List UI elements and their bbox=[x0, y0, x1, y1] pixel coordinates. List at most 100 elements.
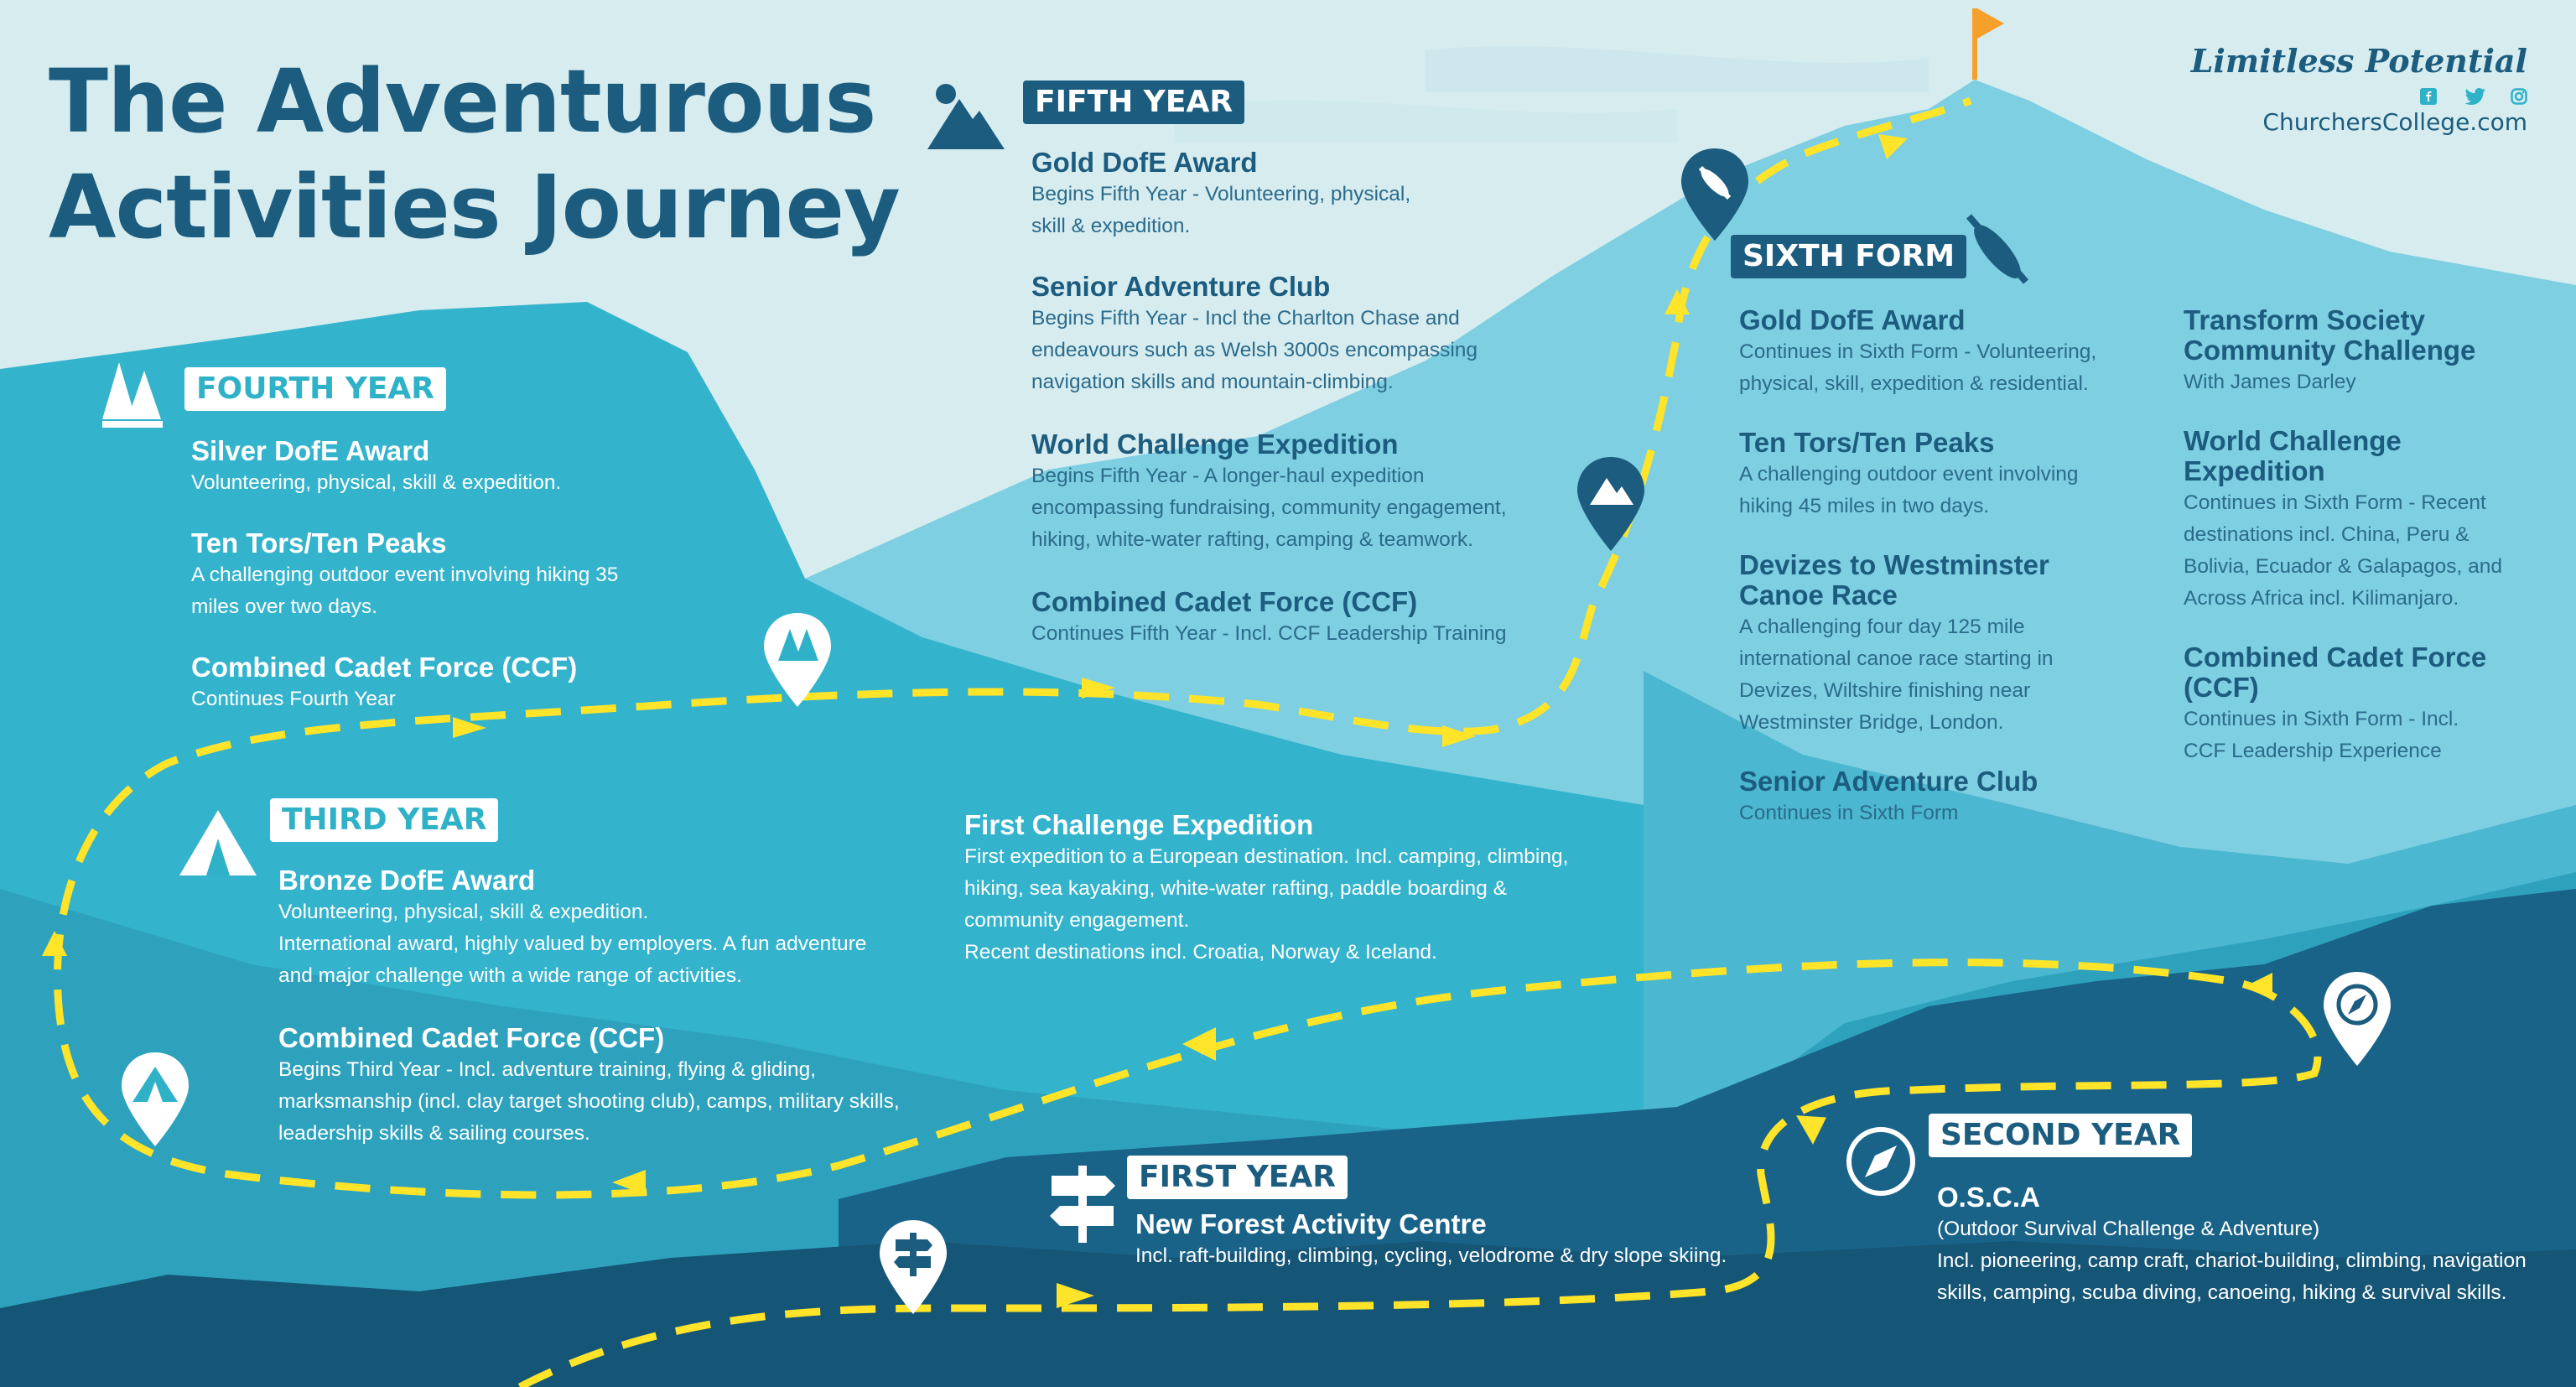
tent-icon bbox=[179, 810, 257, 875]
sixth-form-item: Gold DofE Award Continues in Sixth Form … bbox=[1739, 305, 2175, 399]
item-text: A challenging outdoor event involving hi… bbox=[191, 564, 619, 586]
item-text: community engagement. bbox=[964, 909, 1190, 932]
twitter-icon[interactable] bbox=[2464, 88, 2485, 105]
item-text: navigation skills and mountain-climbing. bbox=[1031, 371, 1394, 393]
fifth-year-item: Gold DofE Award Begins Fifth Year - Volu… bbox=[1031, 148, 1602, 242]
item-text: (Outdoor Survival Challenge & Adventure) bbox=[1937, 1218, 2320, 1240]
item-heading: Expedition bbox=[2184, 455, 2325, 486]
item-heading: Combined Cadet Force (CCF) bbox=[1031, 586, 1418, 617]
sixth-form-item: Combined Cadet Force (CCF) Continues in … bbox=[2184, 642, 2553, 766]
item-heading: World Challenge bbox=[2184, 425, 2402, 456]
item-text: endeavours such as Welsh 3000s encompass… bbox=[1031, 339, 1478, 361]
item-text: Westminster Bridge, London. bbox=[1739, 711, 2004, 734]
fourth-year-item: Silver DofE Award Volunteering, physical… bbox=[191, 436, 778, 498]
item-heading: O.S.C.A bbox=[1937, 1182, 2040, 1213]
item-text: Across Africa incl. Kilimanjaro. bbox=[2184, 587, 2459, 610]
sixth-form-column-2: Transform Society Community Challenge Wi… bbox=[2184, 305, 2553, 766]
item-text: Devizes, Wiltshire finishing near bbox=[1739, 679, 2031, 702]
first-challenge-section: First Challenge Expedition First expedit… bbox=[964, 810, 1702, 968]
item-text: marksmanship (incl. clay target shooting… bbox=[278, 1090, 900, 1113]
item-text: skills, camping, scuba diving, canoeing,… bbox=[1937, 1281, 2507, 1304]
item-text: physical, skill, expedition & residentia… bbox=[1739, 372, 2089, 395]
item-text: miles over two days. bbox=[191, 595, 377, 618]
item-text: A challenging four day 125 mile bbox=[1739, 616, 2025, 638]
website-link[interactable]: ChurchersCollege.com bbox=[2262, 108, 2527, 136]
third-year-item: Combined Cadet Force (CCF) Begins Third … bbox=[278, 1023, 1000, 1149]
item-heading: Devizes to Westminster bbox=[1739, 549, 2049, 580]
sixth-form-item: Devizes to Westminster Canoe Race A chal… bbox=[1739, 550, 2175, 738]
instagram-icon[interactable] bbox=[2511, 88, 2527, 105]
tree-pin-icon bbox=[764, 613, 831, 707]
item-heading: First Challenge Expedition bbox=[964, 809, 1314, 840]
sixth-form-column-1: Gold DofE Award Continues in Sixth Form … bbox=[1739, 305, 2175, 829]
sixth-form-badge: SIXTH FORM bbox=[1731, 235, 1967, 278]
title-line-1: The Adventurous bbox=[49, 50, 876, 153]
mountain-icon bbox=[927, 84, 1005, 149]
fourth-year-section: Silver DofE Award Volunteering, physical… bbox=[191, 436, 778, 714]
compass-icon bbox=[1846, 1127, 1915, 1196]
kayak-pin-icon bbox=[1681, 148, 1748, 241]
item-text: Incl. raft-building, climbing, cycling, … bbox=[1135, 1244, 1727, 1267]
item-heading: New Forest Activity Centre bbox=[1135, 1208, 1487, 1239]
item-heading: Canoe Race bbox=[1739, 579, 1898, 610]
item-text: First expedition to a European destinati… bbox=[964, 845, 1569, 868]
item-heading: Combined Cadet Force (CCF) bbox=[191, 652, 578, 683]
item-heading: Senior Adventure Club bbox=[1739, 766, 2038, 797]
sixth-form-item: Transform Society Community Challenge Wi… bbox=[2184, 305, 2553, 397]
item-text: international canoe race starting in bbox=[1739, 647, 2054, 670]
item-heading: Ten Tors/Ten Peaks bbox=[191, 527, 447, 558]
item-text: A challenging outdoor event involving bbox=[1739, 463, 2079, 486]
item-text: Continues in Sixth Form - Recent bbox=[2184, 491, 2486, 514]
mountain-pin-icon bbox=[1577, 457, 1644, 551]
brand-tagline: Limitless Potential bbox=[2190, 42, 2527, 80]
item-text: skill & expedition. bbox=[1031, 215, 1191, 237]
fifth-year-item: Combined Cadet Force (CCF) Continues Fif… bbox=[1031, 587, 1602, 649]
second-year-section: O.S.C.A (Outdoor Survival Challenge & Ad… bbox=[1937, 1182, 2558, 1308]
item-text: Begins Fifth Year - Volunteering, physic… bbox=[1031, 183, 1411, 205]
item-text: leadership skills & sailing courses. bbox=[278, 1122, 590, 1145]
trees-icon bbox=[102, 362, 163, 428]
third-year-item: Bronze DofE Award Volunteering, physical… bbox=[278, 865, 1000, 991]
compass-pin-icon bbox=[2324, 972, 2391, 1066]
sixth-form-item: Ten Tors/Ten Peaks A challenging outdoor… bbox=[1739, 428, 2175, 522]
item-text: Begins Third Year - Incl. adventure trai… bbox=[278, 1058, 817, 1081]
first-year-badge: FIRST YEAR bbox=[1127, 1156, 1348, 1199]
item-text: hiking, sea kayaking, white-water raftin… bbox=[964, 877, 1507, 900]
item-text: Volunteering, physical, skill & expediti… bbox=[278, 901, 649, 923]
third-year-section: Bronze DofE Award Volunteering, physical… bbox=[278, 865, 1000, 1149]
item-text: Continues Fourth Year bbox=[191, 688, 396, 710]
item-text: Continues Fifth Year - Incl. CCF Leaders… bbox=[1031, 622, 1507, 645]
item-text: CCF Leadership Experience bbox=[2184, 740, 2442, 762]
item-text: Bolivia, Ecuador & Galapagos, and bbox=[2184, 555, 2502, 578]
signpost-icon bbox=[1050, 1166, 1115, 1243]
item-heading: Transform Society bbox=[2184, 304, 2425, 335]
signpost-pin-icon bbox=[880, 1220, 947, 1314]
item-heading: Bronze DofE Award bbox=[278, 865, 536, 896]
item-text: encompassing fundraising, community enga… bbox=[1031, 496, 1507, 519]
second-year-badge: SECOND YEAR bbox=[1929, 1114, 2193, 1157]
item-heading: Combined Cadet Force bbox=[2184, 642, 2487, 673]
item-text: Begins Fifth Year - A longer-haul expedi… bbox=[1031, 465, 1425, 487]
item-text: Recent destinations incl. Croatia, Norwa… bbox=[964, 941, 1437, 964]
item-heading: Community Challenge bbox=[2184, 335, 2476, 366]
fifth-year-section: Gold DofE Award Begins Fifth Year - Volu… bbox=[1031, 148, 1602, 649]
item-heading: Gold DofE Award bbox=[1739, 304, 1966, 335]
fifth-year-badge: FIFTH YEAR bbox=[1023, 81, 1245, 124]
item-text: and major challenge with a wide range of… bbox=[278, 964, 742, 987]
third-year-badge: THIRD YEAR bbox=[270, 798, 499, 842]
facebook-icon[interactable] bbox=[2420, 88, 2437, 105]
brand-block: Limitless Potential ChurchersCollege.com bbox=[2191, 42, 2527, 136]
item-heading: (CCF) bbox=[2184, 672, 2259, 703]
page-title: The Adventurous Activities Journey bbox=[49, 49, 901, 260]
kayak-icon bbox=[1966, 214, 2029, 284]
sixth-form-item: World Challenge Expedition Continues in … bbox=[2184, 426, 2553, 614]
sixth-form-item: Senior Adventure Club Continues in Sixth… bbox=[1739, 766, 2175, 829]
item-heading: Combined Cadet Force (CCF) bbox=[278, 1022, 665, 1053]
social-links bbox=[2191, 88, 2527, 105]
item-text: With James Darley bbox=[2184, 371, 2356, 393]
tent-pin-icon bbox=[122, 1052, 189, 1146]
item-text: Begins Fifth Year - Incl the Charlton Ch… bbox=[1031, 307, 1460, 330]
item-heading: Ten Tors/Ten Peaks bbox=[1739, 427, 1995, 458]
item-text: Volunteering, physical, skill & expediti… bbox=[191, 471, 562, 494]
